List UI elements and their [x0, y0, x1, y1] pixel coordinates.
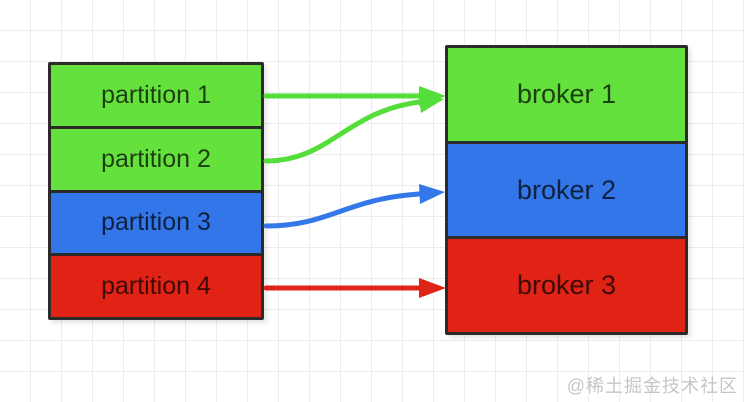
partition-3-box: partition 3	[51, 189, 261, 254]
arrow-partition3-broker2	[263, 184, 445, 229]
arrow-partition2-broker1	[263, 93, 444, 164]
watermark-text: @稀土掘金技术社区	[566, 376, 738, 396]
partition-4-box: partition 4	[51, 253, 261, 317]
broker-3-box: broker 3	[448, 236, 685, 333]
arrow-partition1-broker1	[263, 86, 446, 106]
broker-2-box: broker 2	[448, 140, 685, 237]
arrow-partition4-broker3	[263, 278, 446, 298]
partition-2-box: partition 2	[51, 125, 261, 190]
partition-stack: partition 1 partition 2 partition 3 part…	[48, 62, 264, 320]
broker-1-box: broker 1	[448, 48, 685, 141]
partition-1-box: partition 1	[51, 65, 261, 126]
broker-stack: broker 1 broker 2 broker 3	[445, 45, 688, 335]
